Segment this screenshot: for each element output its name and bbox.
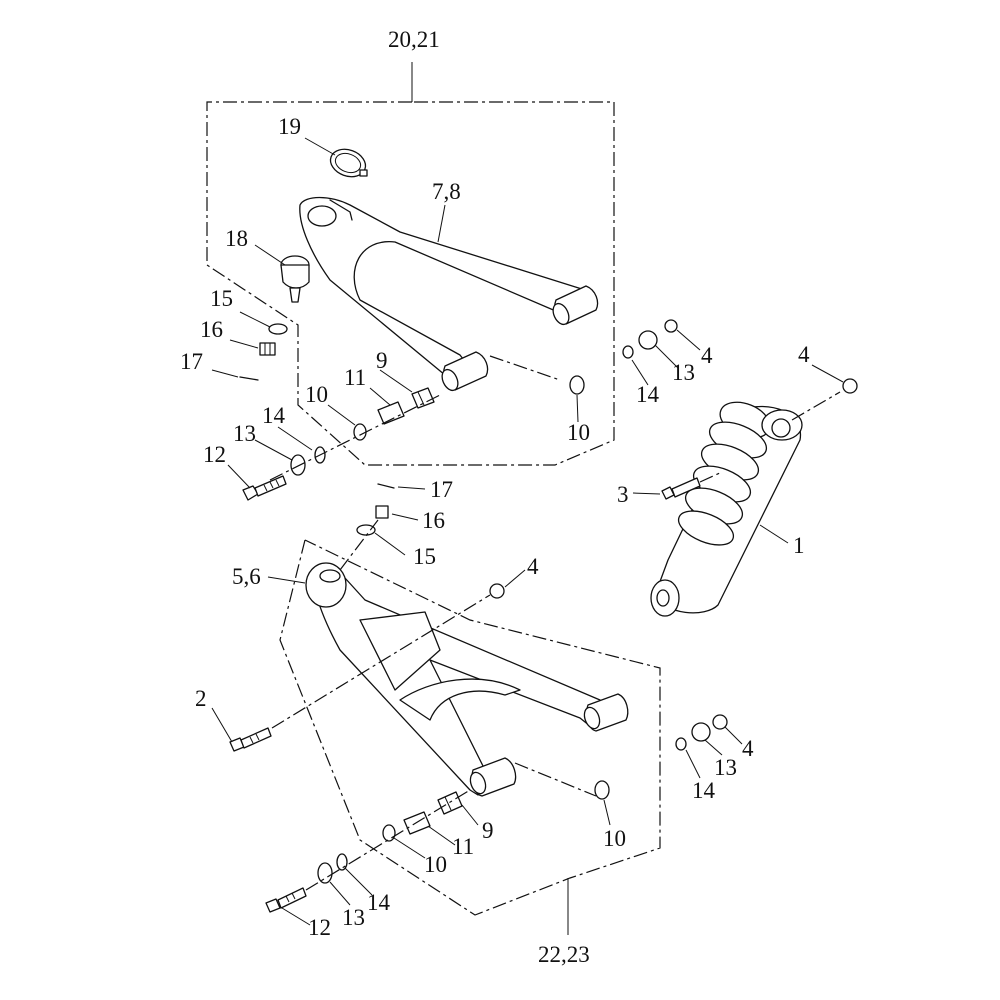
washer-13-upper-right [638, 330, 658, 350]
shock-upper-axis [791, 391, 841, 421]
bushing-9-upper [411, 387, 435, 409]
upper-arm-group-outline [206, 62, 615, 466]
castle-nut-16-upper [259, 342, 276, 356]
washer-13-lower-right [691, 722, 711, 742]
washer-15-lower [356, 524, 376, 536]
callout-4-lower: 4 [527, 554, 539, 579]
callout-13-upper: 13 [233, 421, 256, 446]
lower-a-arm [305, 562, 629, 797]
seal-10-lower-rear [594, 780, 610, 800]
callout-17-lower: 17 [430, 477, 453, 502]
callout-4-lower-right: 4 [742, 736, 754, 761]
nut-4-shock [842, 378, 858, 394]
callout-14-upper-right: 14 [636, 382, 660, 407]
cotter-pin-17-upper [239, 376, 259, 381]
callout-9-upper: 9 [376, 348, 388, 373]
callout-1: 1 [793, 533, 805, 558]
nut-4-lower-right [712, 714, 728, 730]
upper-rear-axis [489, 355, 561, 381]
callout-13-lower: 13 [342, 905, 365, 930]
upper-pivot-axis [269, 394, 441, 481]
callout-4-upper-right: 4 [701, 343, 713, 368]
nut-4-lower [489, 583, 505, 599]
lower-shock-bolt-axis [271, 594, 491, 729]
bolt-3 [661, 477, 701, 500]
lower-balljoint-axis [339, 519, 379, 571]
bushing-9-lower [437, 791, 463, 815]
callout-2: 2 [195, 686, 207, 711]
callout-20-21: 20,21 [388, 27, 440, 52]
callout-11-upper: 11 [344, 365, 366, 390]
lower-rear-axis [514, 762, 597, 797]
callout-14-lower: 14 [367, 890, 391, 915]
callout-14-upper: 14 [262, 403, 286, 428]
nut-4-upper-right [664, 319, 678, 333]
callout-15-lower: 15 [413, 544, 436, 569]
callout-16-upper: 16 [200, 317, 223, 342]
collar-11-upper [377, 401, 405, 425]
callout-10-lower-rear: 10 [603, 826, 626, 851]
leader-lines [211, 137, 844, 926]
callout-labels: 20,21 19 7,8 18 15 16 17 9 11 10 10 14 1… [180, 27, 810, 967]
callout-10-upper-rear: 10 [567, 420, 590, 445]
callout-4-shock: 4 [798, 342, 810, 367]
callout-17-upper: 17 [180, 349, 203, 374]
ball-joint-18 [280, 255, 310, 303]
callout-13-upper-right: 13 [672, 360, 695, 385]
callout-16-lower: 16 [422, 508, 445, 533]
seal-10-lower-front [382, 824, 396, 842]
castle-nut-16-lower [375, 505, 389, 519]
callout-15-upper: 15 [210, 286, 233, 311]
washer-14-upper-right [622, 345, 634, 359]
callout-9-lower: 9 [482, 818, 494, 843]
washer-13-lower [317, 862, 333, 884]
upper-a-arm [299, 196, 599, 392]
callout-10-lower-front: 10 [424, 852, 447, 877]
callout-22-23: 22,23 [538, 942, 590, 967]
shock-absorber-1 [650, 401, 803, 617]
washer-13-upper [290, 454, 306, 476]
bolt-12-lower [265, 887, 307, 913]
lower-pivot-axis [305, 789, 471, 891]
callout-18: 18 [225, 226, 248, 251]
callout-10-upper-front: 10 [305, 382, 328, 407]
callout-13-lower-right: 13 [714, 755, 737, 780]
circlip-19 [329, 148, 368, 178]
lower-arm-group-outline [279, 539, 661, 935]
callout-12-lower: 12 [308, 915, 331, 940]
washer-14-lower [336, 853, 348, 871]
callout-11-lower: 11 [452, 834, 474, 859]
washer-15-upper [268, 323, 288, 335]
callout-12-upper: 12 [203, 442, 226, 467]
cotter-pin-17-lower [377, 483, 395, 489]
callout-5-6: 5,6 [232, 564, 261, 589]
callout-3: 3 [617, 482, 629, 507]
callout-19: 19 [278, 114, 301, 139]
bolt-2 [229, 727, 272, 752]
seal-10-upper-rear [569, 375, 585, 395]
shock-bolt-axis [699, 471, 723, 483]
bolt-12-upper [242, 475, 287, 501]
callout-7-8: 7,8 [432, 179, 461, 204]
callout-14-lower-right: 14 [692, 778, 716, 803]
washer-14-lower-right [675, 737, 687, 751]
